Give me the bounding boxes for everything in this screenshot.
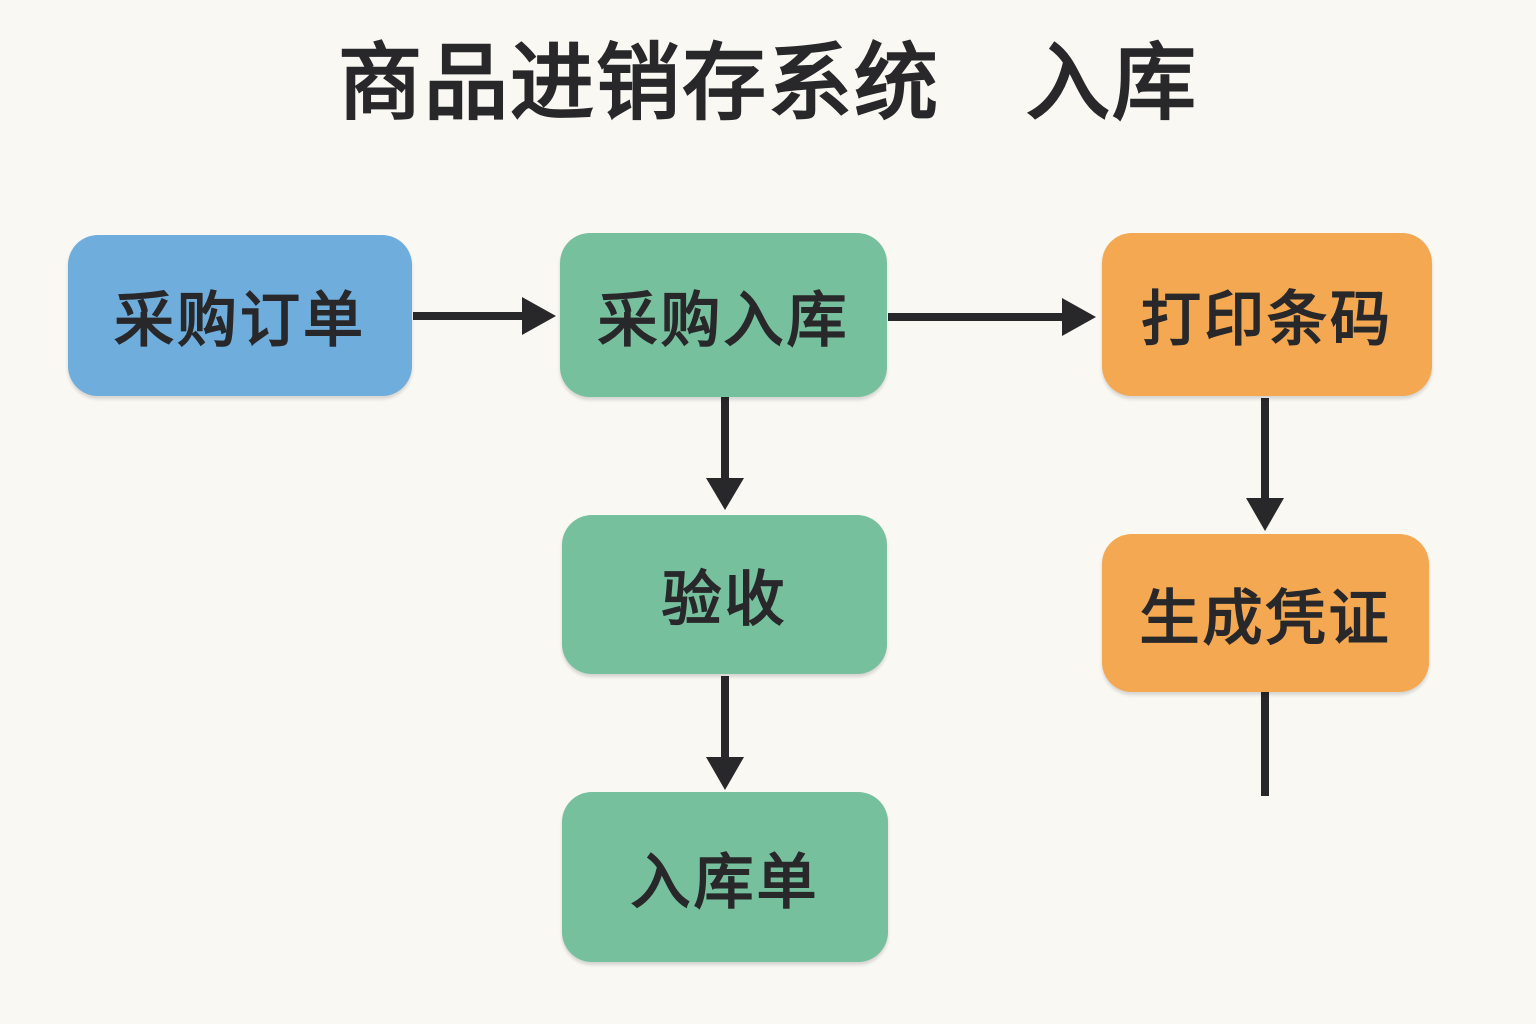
node-inspection: 验收 <box>562 515 887 674</box>
diagram-title: 商品进销存系统 入库 <box>337 36 1198 130</box>
arrow-purchase-order-to-purchase-inbound <box>413 297 556 335</box>
arrow-purchase-inbound-to-print-barcode <box>888 298 1096 336</box>
node-inbound-receipt: 入库单 <box>562 792 888 962</box>
arrow-purchase-inbound-to-inspection <box>706 397 744 510</box>
arrow-inspection-to-inbound-receipt <box>706 676 744 790</box>
node-print-barcode: 打印条码 <box>1102 233 1432 396</box>
node-generate-voucher: 生成凭证 <box>1102 534 1429 692</box>
node-purchase-order: 采购订单 <box>68 235 412 396</box>
node-purchase-inbound: 采购入库 <box>560 233 887 397</box>
arrow-print-barcode-to-generate-voucher <box>1246 398 1284 531</box>
